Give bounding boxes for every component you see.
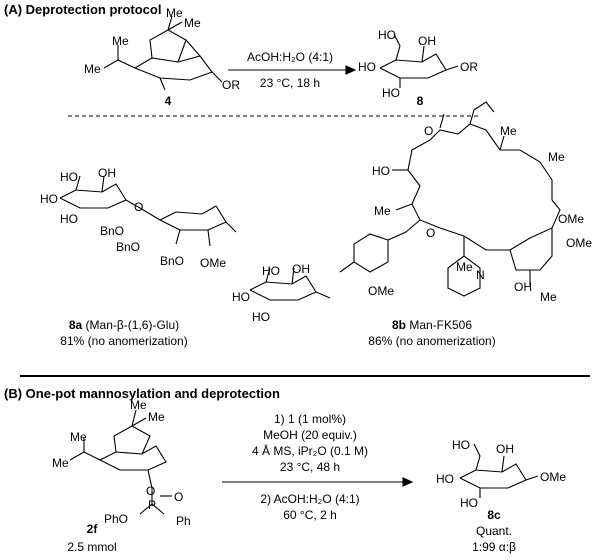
atom-8c-ho-1: HO [452,438,470,452]
compound-8a-structure [59,175,237,247]
conditions-b-6: 60 °C, 2 h [283,508,337,522]
label-8b: 8b Man-FK506 [392,318,472,332]
atom-2f-me-3: Me [70,430,87,444]
atom-8a-o: O [134,200,144,214]
atom-2f-me-2: Me [148,410,165,424]
product-8-structure [379,33,459,88]
atom-8b-n: N [476,268,485,282]
atom-8a-ome: OMe [200,256,227,270]
atom-me-3: Me [112,34,129,48]
conditions-b-4: 23 °C, 48 h [279,460,341,474]
atom-8c-ome: OMe [540,470,567,484]
compound-8b-structure [249,101,561,301]
atom-2f-oph: Ph [176,514,191,528]
conditions-b-5: 2) AcOH:H₂O (4:1) [260,492,360,506]
atom-8a-ho-3: HO [60,212,78,226]
compound-2f-structure [69,409,172,515]
yield-8b: 86% (no anomerization) [368,334,496,348]
amount-2f: 2.5 mmol [67,540,117,554]
yield-8c: Quant. [475,524,513,538]
conditions-a-bottom: 23 °C, 18 h [259,76,321,90]
conditions-b-2: MeOH (20 equiv.) [263,428,357,442]
atom-8b-ho-4: HO [252,310,270,324]
atom-8a-bno-1: BnO [100,224,125,238]
panel-a-header: (A) Deprotection protocol [4,2,162,17]
atom-8b-oh: OH [514,280,532,294]
atom-or-8: OR [460,60,478,74]
atom-2f-pho: PhO [104,512,129,526]
atom-8b-ome-2: OMe [566,236,593,250]
atom-2f-o: O [146,484,156,498]
conditions-a-top: AcOH:H₂O (4:1) [246,50,334,64]
atom-8c-ho-2: HO [436,472,454,486]
atom-oh-8-1: HO [378,28,396,42]
atom-2f-p: P [148,498,157,512]
atom-2f-me-4: Me [52,456,69,470]
atom-8a-ho-1: HO [60,170,78,184]
atom-8b-me-1: Me [500,124,517,138]
atom-oh-8-4: HO [382,86,400,100]
conditions-b-1: 1) 1 (1 mol%) [273,412,347,426]
yield-8a: 81% (no anomerization) [60,334,188,348]
conditions-b-3: 4 Å MS, iPr₂O (0.1 M) [251,444,369,458]
label-8a: 8a (Man-β-(1,6)-Glu) [69,318,179,332]
label-8b-id: 8b [391,318,406,332]
atom-me-2: Me [184,16,201,30]
atom-8b-oh-2: OH [292,262,310,276]
atom-8c-oh-1: OH [496,442,514,456]
atom-8c-ho-3: HO [460,496,478,510]
atom-8a-oh-1: OH [98,166,116,180]
atom-8a-ho-2: HO [40,192,58,206]
atom-8b-ho-2: HO [262,264,280,278]
label-compound-2f: 2f [86,522,98,536]
panel-b-header: (B) One-pot mannosylation and deprotecti… [4,386,280,401]
atom-8b-ome-1: OMe [558,212,585,226]
label-8a-id: 8a [68,318,83,332]
compound-4-structure [103,15,223,91]
product-8c-structure [459,443,539,498]
atom-8b-ome-3: OMe [368,284,395,298]
atom-8b-me-3: Me [374,204,391,218]
atom-8b-o-1: O [424,124,434,138]
label-8b-name: Man-FK506 [405,318,473,332]
atom-me-1: Me [166,6,183,20]
label-compound-8c: 8c [487,508,501,522]
atom-8b-me-5: Me [540,290,557,304]
atom-oh-8-3: HO [358,60,376,74]
atom-oh-8-2: OH [418,34,436,48]
label-8a-name: (Man-β-(1,6)-Glu) [82,318,180,332]
atom-8a-bno-3: BnO [160,254,185,268]
label-compound-8: 8 [416,94,424,108]
ratio-8c: 1:99 α:β [472,540,516,554]
atom-or-4: OR [222,78,240,92]
atom-8b-ho-3: HO [232,290,250,304]
atom-8b-o-2: O [426,226,436,240]
atom-8a-bno-2: BnO [116,240,141,254]
atom-2f-o2: O [174,490,184,504]
label-compound-4: 4 [164,94,172,108]
atom-8b-ho: HO [372,164,390,178]
atom-2f-me-1: Me [130,398,147,412]
atom-me-4: Me [84,62,101,76]
atom-8b-me-2: Me [548,150,565,164]
atom-8b-me-4: Me [456,260,473,274]
